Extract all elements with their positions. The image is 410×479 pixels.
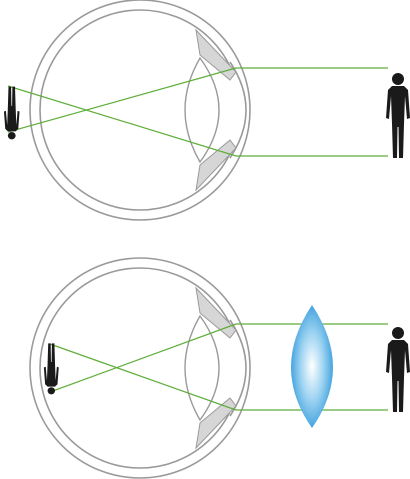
convex-lens-icon: [291, 305, 333, 428]
top-light-rays: [7, 67, 388, 157]
bottom-person-silhouette-icon: [386, 327, 410, 412]
top-person-silhouette-icon: [386, 73, 410, 158]
top-eye-icon: [29, 0, 251, 221]
top-panel: [3, 0, 410, 221]
bottom-panel: [29, 257, 410, 479]
bottom-eye-icon: [29, 257, 251, 479]
bottom-light-rays: [49, 323, 388, 411]
